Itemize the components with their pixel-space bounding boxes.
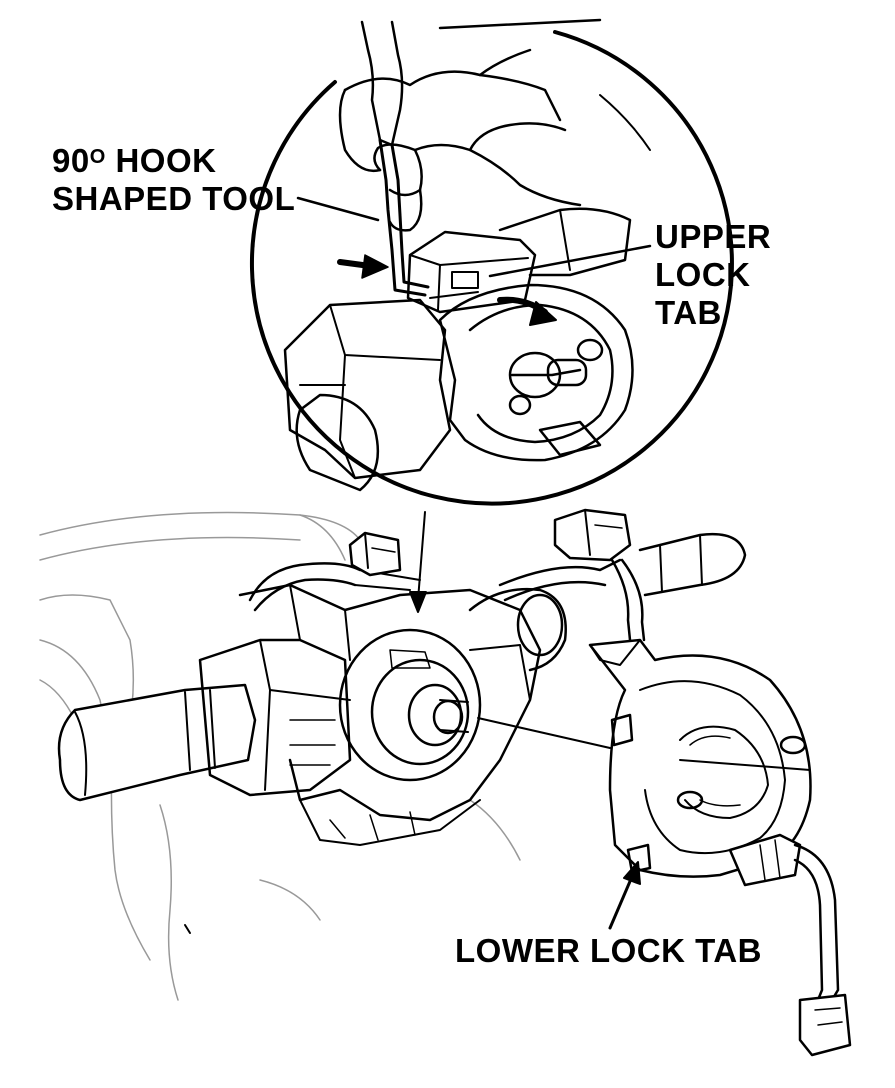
upper-lock-tab-label: UPPER LOCK TAB [655, 218, 771, 332]
leader-lines [296, 196, 652, 930]
magnified-component [283, 207, 634, 492]
clock-spring [588, 638, 852, 1057]
wiper-stalk [638, 532, 747, 597]
upper-lock-tab-line1: UPPER [655, 218, 772, 255]
hook-tool-label-line2: SHAPED TOOL [52, 180, 296, 217]
hook-tool-label: 90O HOOK SHAPED TOOL [52, 142, 295, 218]
degree-symbol: O [89, 146, 106, 168]
magnified-view [249, 30, 734, 506]
push-arrow [337, 254, 389, 279]
wire-harness [498, 508, 646, 642]
hook-tool-label-suffix: HOOK [105, 142, 217, 179]
upper-lock-tab-line3: TAB [655, 294, 722, 331]
combination-switch-assembly [57, 531, 567, 846]
hook-tool-label-prefix: 90 [52, 142, 90, 179]
stray-mark [184, 924, 191, 934]
lower-lock-tab-label: LOWER LOCK TAB [455, 932, 762, 970]
lower-lock-tab-line1: LOWER LOCK TAB [455, 932, 763, 969]
upper-lock-tab-line2: LOCK [655, 256, 751, 293]
hand-illustration [338, 18, 651, 232]
dashboard-outline [39, 511, 521, 1001]
